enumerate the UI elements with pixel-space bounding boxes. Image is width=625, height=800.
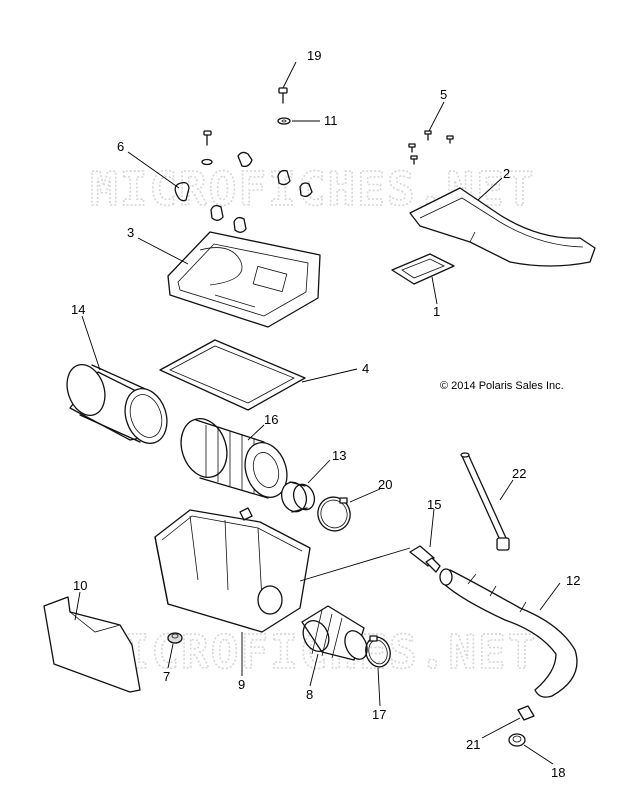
callout-4: 4 xyxy=(362,361,369,376)
callout-15: 15 xyxy=(427,497,441,512)
intake-hose-12-drawing xyxy=(439,568,578,698)
callout-3: 3 xyxy=(127,225,134,240)
screw-upper-drawing xyxy=(201,130,213,166)
callout-2: 2 xyxy=(503,166,510,181)
drain-valve-15-drawing xyxy=(409,545,441,573)
callout-9: 9 xyxy=(238,677,245,692)
grommet-7-drawing xyxy=(167,632,183,644)
callout-8: 8 xyxy=(306,687,313,702)
callout-6: 6 xyxy=(117,139,124,154)
clip-18-drawing xyxy=(508,733,526,747)
callout-1: 1 xyxy=(433,304,440,319)
copyright-text: © 2014 Polaris Sales Inc. xyxy=(440,380,564,392)
screw-19-drawing xyxy=(278,87,288,104)
callout-19: 19 xyxy=(307,48,321,63)
clamp-17-drawing xyxy=(365,635,391,668)
airbox-9-drawing xyxy=(154,507,411,633)
filter-element-16-drawing xyxy=(180,418,288,499)
gasket-4-drawing xyxy=(159,339,306,411)
intake-duct-2-drawing xyxy=(409,187,596,267)
callout-21: 21 xyxy=(466,737,480,752)
leader-lines xyxy=(74,61,561,765)
callout-11: 11 xyxy=(324,113,338,128)
callout-5: 5 xyxy=(440,87,447,102)
callout-10: 10 xyxy=(73,578,87,593)
callout-16: 16 xyxy=(264,412,278,427)
prefilter-14-drawing xyxy=(66,364,168,444)
callout-13: 13 xyxy=(332,448,346,463)
inlet-boot-8-drawing xyxy=(301,605,368,661)
washer-11-drawing xyxy=(277,117,291,125)
callout-17: 17 xyxy=(372,707,386,722)
callout-12: 12 xyxy=(566,573,580,588)
breather-tube-22-drawing xyxy=(460,452,510,551)
airbox-lid-3-drawing xyxy=(167,231,321,328)
clamp-20-drawing xyxy=(317,496,351,532)
callout-18: 18 xyxy=(551,765,565,780)
callout-22: 22 xyxy=(512,466,526,481)
fitting-21-drawing xyxy=(517,705,535,721)
duct-seal-1-drawing xyxy=(391,253,455,285)
screws-5-drawing xyxy=(408,130,454,165)
callout-labels: 19 5 11 6 2 3 1 14 4 16 13 20 22 15 12 1… xyxy=(71,48,580,780)
callout-20: 20 xyxy=(378,477,392,492)
heat-shield-10-drawing xyxy=(43,596,141,693)
coupler-13-drawing xyxy=(280,481,316,513)
callout-7: 7 xyxy=(163,669,170,684)
callout-14: 14 xyxy=(71,302,85,317)
